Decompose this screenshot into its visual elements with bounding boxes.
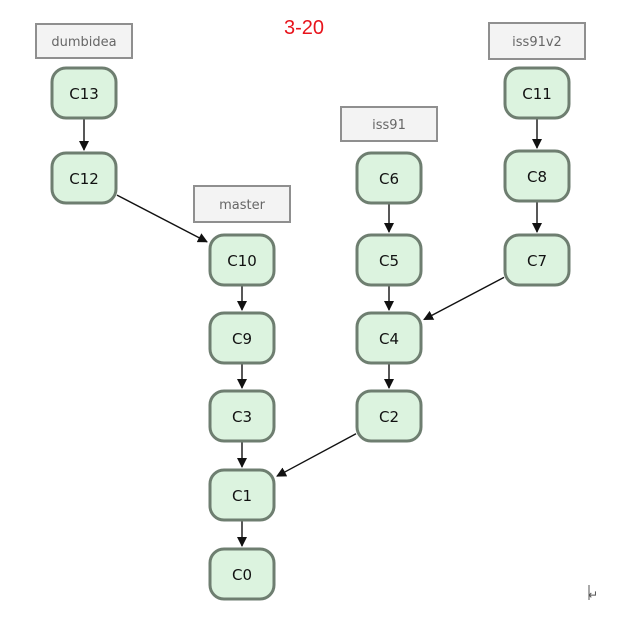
commit-c8: C8	[503, 149, 571, 203]
commit-label: C0	[232, 566, 252, 584]
branch-labels: dumbidea master iss91 iss91v2	[35, 22, 586, 223]
branch-master: master	[193, 185, 291, 223]
branch-dumbidea: dumbidea	[35, 23, 133, 59]
commit-label: C2	[379, 408, 399, 426]
commit-label: C1	[232, 487, 252, 505]
commit-label: C9	[232, 330, 252, 348]
branch-label: master	[219, 198, 265, 213]
commit-c2: C2	[355, 389, 423, 443]
figure-title: 3-20	[284, 17, 324, 39]
edge-c12-to-c10	[116, 194, 208, 243]
commit-box	[355, 311, 423, 365]
commit-box	[50, 66, 118, 120]
commit-edges	[79, 119, 542, 547]
commit-c13: C13	[50, 66, 118, 120]
commit-c4: C4	[355, 311, 423, 365]
commit-c5: C5	[355, 233, 423, 287]
branch-box	[193, 185, 291, 223]
commit-label: C12	[69, 170, 99, 188]
commit-box	[208, 233, 276, 287]
branch-label: dumbidea	[51, 35, 116, 50]
commit-c11: C11	[503, 66, 571, 120]
edge-c7-to-c4	[423, 276, 505, 321]
branch-iss91: iss91	[340, 106, 438, 142]
commit-c6: C6	[355, 151, 423, 205]
commit-box	[355, 389, 423, 443]
commit-label: C7	[527, 252, 547, 270]
commit-box	[208, 311, 276, 365]
commit-label: C5	[379, 252, 399, 270]
commit-box	[355, 233, 423, 287]
branch-label: iss91	[372, 118, 406, 133]
branch-box	[340, 106, 438, 142]
return-mark: ↵	[588, 588, 598, 602]
commit-label: C4	[379, 330, 399, 348]
commit-box	[355, 151, 423, 205]
branch-box	[488, 22, 586, 60]
commit-label: C13	[69, 85, 99, 103]
branch-box	[35, 23, 133, 59]
branch-label: iss91v2	[512, 35, 562, 50]
commit-box	[503, 66, 571, 120]
edge-c2-to-c1	[276, 433, 357, 477]
commit-c12: C12	[50, 151, 118, 205]
commit-label: C11	[522, 85, 552, 103]
commit-label: C6	[379, 170, 399, 188]
commit-box	[208, 547, 276, 601]
commit-label: C3	[232, 408, 252, 426]
commit-c10: C10	[208, 233, 276, 287]
commit-label: C10	[227, 252, 257, 270]
commit-box	[503, 233, 571, 287]
commit-box	[208, 389, 276, 443]
commit-box	[50, 151, 118, 205]
commit-c1: C1	[208, 468, 276, 522]
branch-iss91v2: iss91v2	[488, 22, 586, 60]
commit-box	[208, 468, 276, 522]
commit-c3: C3	[208, 389, 276, 443]
commit-box	[503, 149, 571, 203]
commit-c7: C7	[503, 233, 571, 287]
commit-c0: C0	[208, 547, 276, 601]
commit-c9: C9	[208, 311, 276, 365]
commit-label: C8	[527, 168, 547, 186]
